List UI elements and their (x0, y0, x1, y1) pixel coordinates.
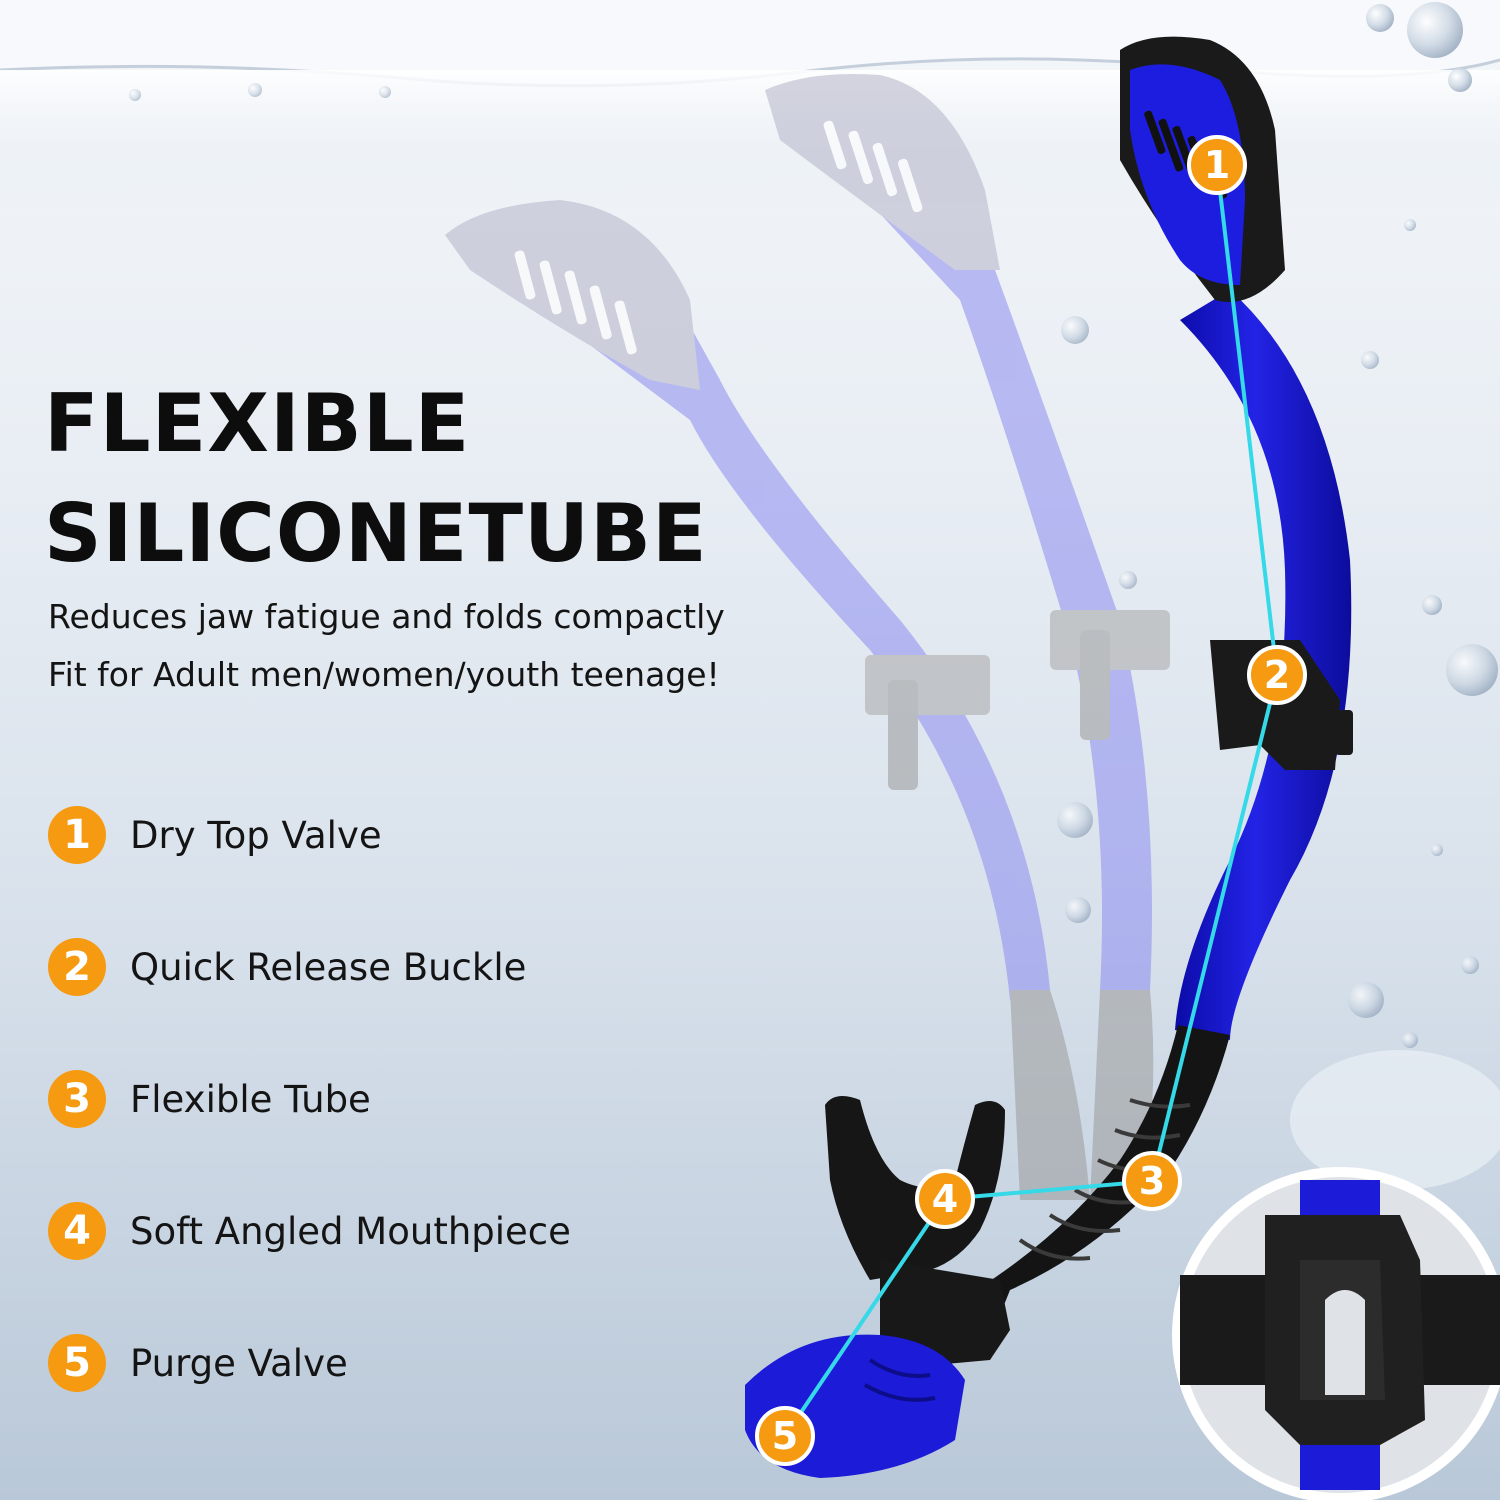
callout-5: 5 (755, 1406, 815, 1466)
feature-label: Soft Angled Mouthpiece (130, 1209, 571, 1253)
callout-4: 4 (915, 1169, 975, 1229)
number-badge: 1 (48, 806, 106, 864)
callout-3: 3 (1122, 1151, 1182, 1211)
number-badge: 4 (48, 1202, 106, 1260)
snorkel-ghost-middle (765, 74, 1170, 1200)
snorkel-main (745, 36, 1353, 1478)
feature-item-dry-top-valve: 1 Dry Top Valve (48, 805, 382, 865)
bubbles (129, 2, 1500, 1190)
callout-2: 2 (1247, 645, 1307, 705)
feature-item-purge-valve: 5 Purge Valve (48, 1333, 348, 1393)
flexible-tube (960, 1025, 1230, 1340)
quick-release-buckle (1210, 640, 1340, 770)
callout-connector-lines (783, 164, 1279, 1438)
mouthpiece (825, 1096, 1005, 1280)
feature-label: Quick Release Buckle (130, 945, 527, 989)
headline-line-1: FLEXIBLE (44, 377, 471, 470)
callout-1: 1 (1187, 135, 1247, 195)
snorkel-tube (1175, 290, 1352, 1040)
feature-label: Purge Valve (130, 1341, 348, 1385)
snorkel-ghost-left (445, 200, 1090, 1200)
feature-label: Dry Top Valve (130, 813, 382, 857)
number-badge: 2 (48, 938, 106, 996)
headline-line-2: SILICONETUBE (44, 487, 708, 580)
feature-item-quick-release-buckle: 2 Quick Release Buckle (48, 937, 526, 997)
feature-item-flexible-tube: 3 Flexible Tube (48, 1069, 371, 1129)
subtitle-line-2: Fit for Adult men/women/youth teenage! (48, 655, 720, 694)
buckle-detail-inset (1172, 1167, 1500, 1500)
feature-item-soft-angled-mouthpiece: 4 Soft Angled Mouthpiece (48, 1201, 571, 1261)
number-badge: 5 (48, 1334, 106, 1392)
subtitle-line-1: Reduces jaw fatigue and folds compactly (48, 597, 725, 636)
number-badge: 3 (48, 1070, 106, 1128)
feature-label: Flexible Tube (130, 1077, 371, 1121)
